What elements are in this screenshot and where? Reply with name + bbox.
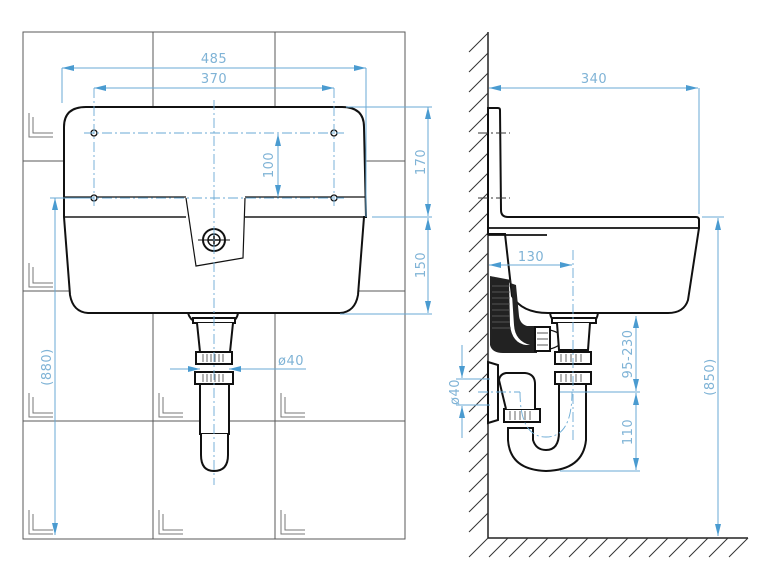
bottle-trap bbox=[478, 250, 600, 473]
dim-drain-offset: 130 bbox=[518, 250, 544, 265]
side-dimensions: 340 130 95-230 110 ø40 (850) bbox=[448, 72, 724, 536]
front-view: 485 370 100 170 150 ø40 (880) bbox=[22, 31, 432, 540]
dim-outlet-diameter: ø40 bbox=[448, 379, 463, 405]
wall-hatching bbox=[468, 32, 489, 538]
dim-rim-height: (850) bbox=[703, 358, 718, 395]
dim-overall-width: 485 bbox=[201, 52, 227, 67]
dim-bracket-spacing-h: 370 bbox=[201, 72, 227, 87]
front-dimensions: 485 370 100 170 150 ø40 (880) bbox=[40, 52, 432, 535]
floor-hatching bbox=[468, 537, 749, 558]
side-view: 340 130 95-230 110 ø40 (850) bbox=[448, 32, 749, 558]
drain-pipe-front bbox=[186, 100, 240, 485]
tile-corner-marks bbox=[28, 113, 305, 535]
dim-trap-adjust-range: 95-230 bbox=[621, 329, 636, 378]
dim-bracket-spacing-v: 100 bbox=[262, 152, 277, 178]
dim-depth: 340 bbox=[581, 72, 607, 87]
dim-drain-diameter: ø40 bbox=[278, 354, 304, 369]
dim-mounting-height: (880) bbox=[40, 348, 55, 385]
sink-body-side bbox=[478, 107, 700, 314]
dim-lower-height: 150 bbox=[414, 252, 429, 278]
dim-trap-height: 110 bbox=[621, 419, 636, 445]
sink-body-front bbox=[63, 106, 368, 314]
dim-upper-height: 170 bbox=[414, 149, 429, 175]
